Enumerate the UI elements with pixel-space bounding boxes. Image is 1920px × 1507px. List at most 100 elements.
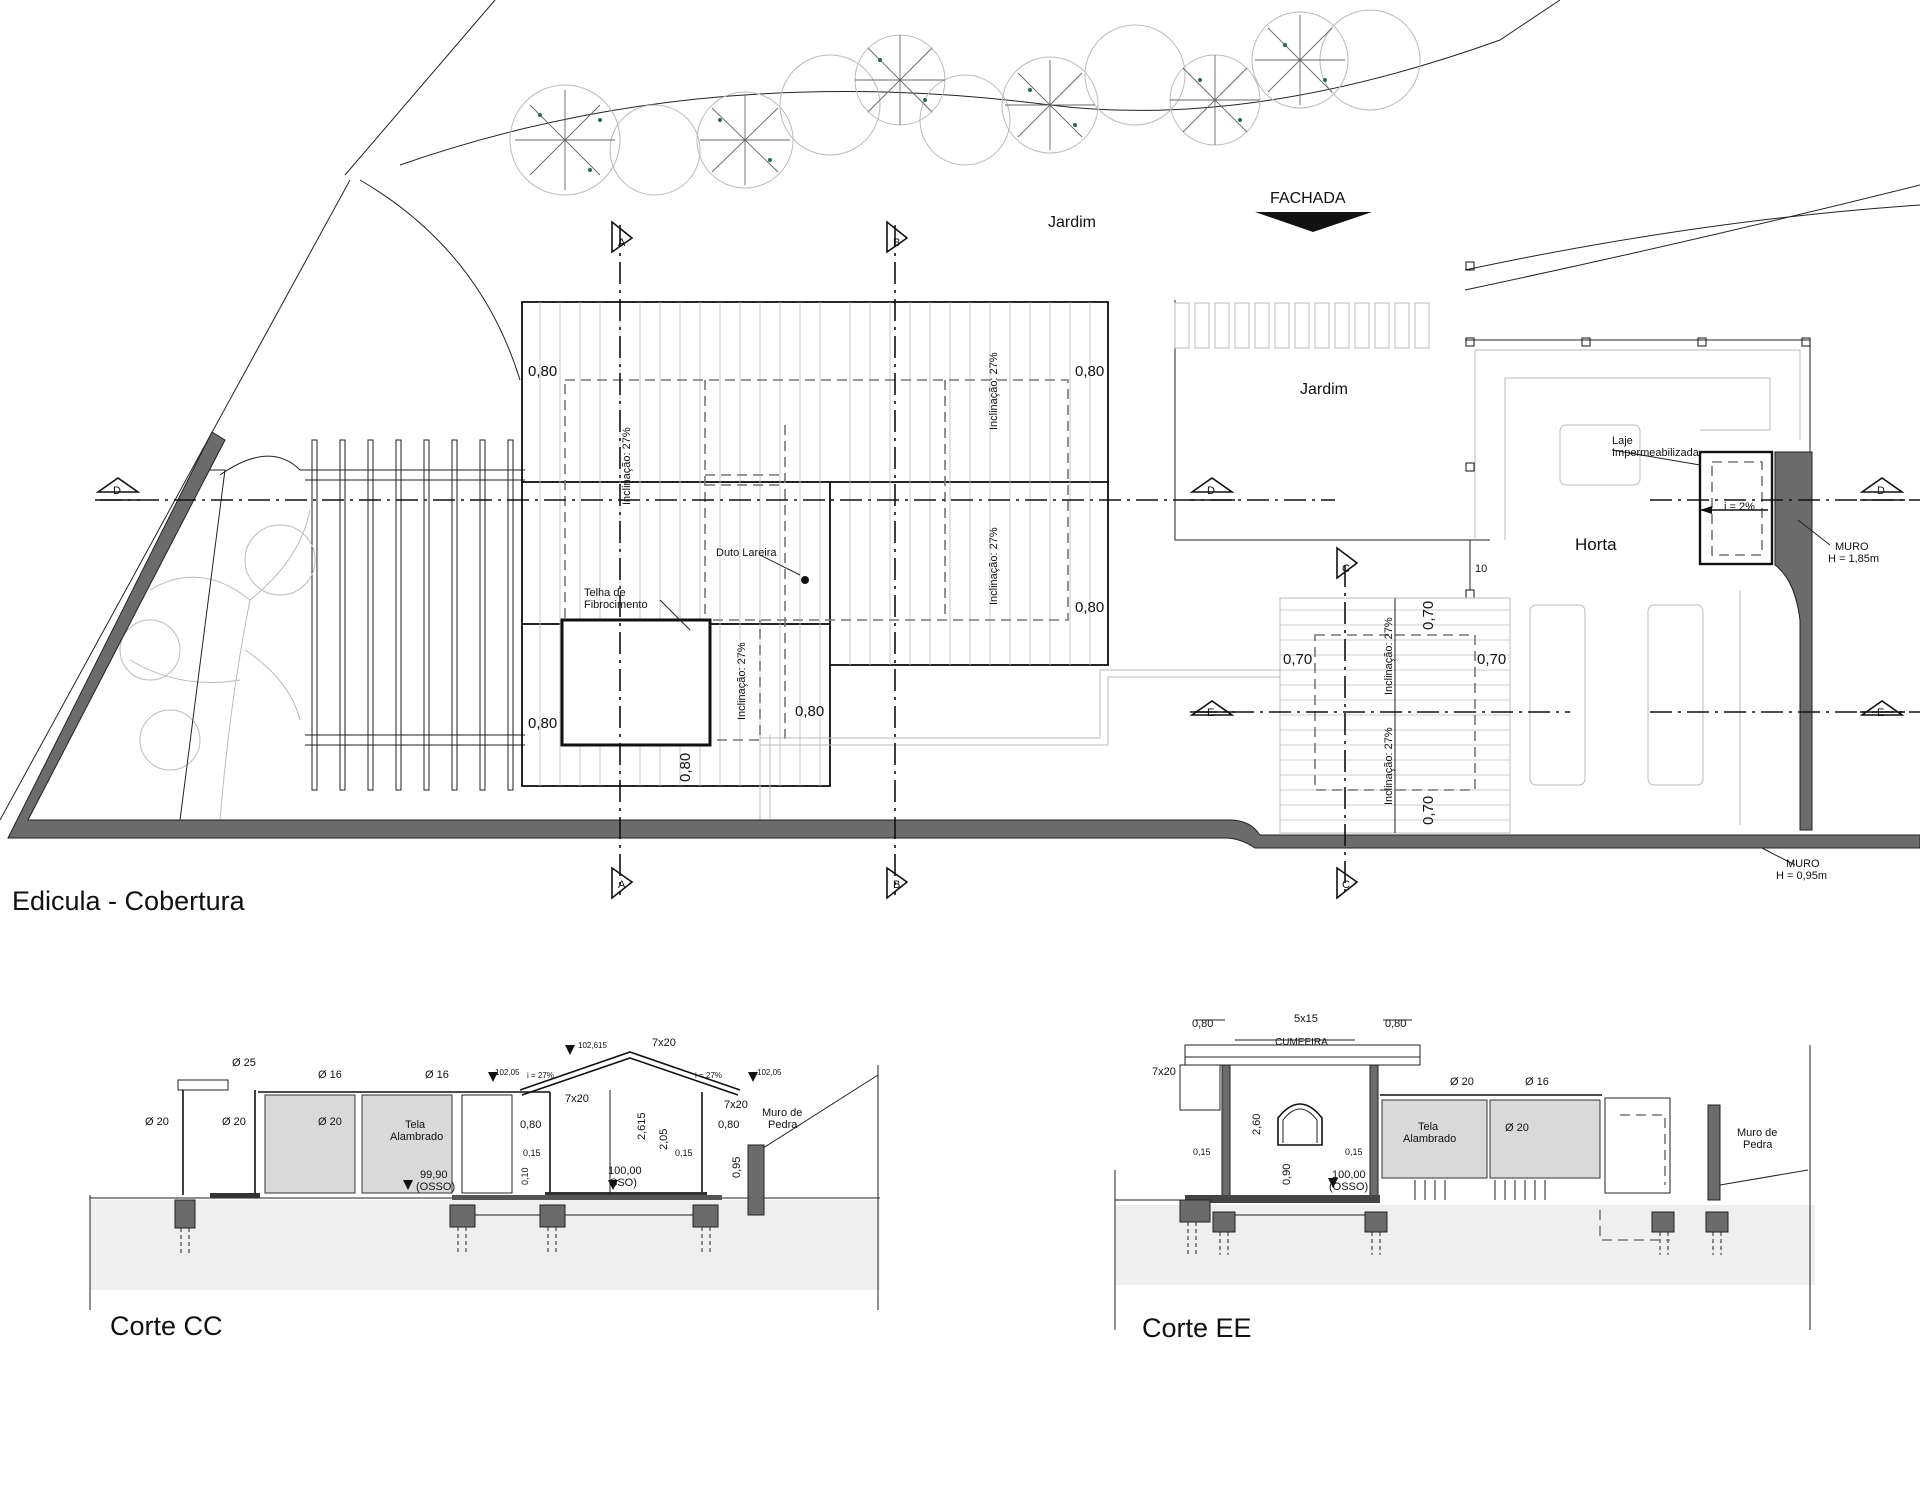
- ee-d080-a: 0,80: [1192, 1018, 1213, 1030]
- dim-070-b: 0,70: [1477, 651, 1506, 668]
- ee-tela-1: Tela: [1418, 1121, 1439, 1133]
- cc-tela-1: Tela: [405, 1119, 426, 1131]
- ee-tela-2: Alambrado: [1403, 1133, 1456, 1145]
- cc-d015-b: 0,15: [675, 1148, 693, 1158]
- section-cc: [89, 1045, 880, 1310]
- tree-left: [119, 509, 316, 821]
- ee-d090: 0,90: [1281, 1164, 1293, 1185]
- cc-lev-9990: 99,90: [420, 1169, 448, 1181]
- section-cut-lines: [95, 220, 1920, 900]
- ee-osso: (OSSO): [1329, 1181, 1368, 1193]
- dim-080-b: 0,80: [1075, 363, 1104, 380]
- cc-phi20-c: Ø 20: [318, 1116, 342, 1128]
- telha-label-1: Telha de: [584, 587, 626, 599]
- ee-d080-b: 0,80: [1385, 1018, 1406, 1030]
- muro-high-label-1: MURO: [1835, 541, 1869, 553]
- ee-lev-10000: 100,00: [1332, 1169, 1366, 1181]
- cut-d-right: D: [1877, 485, 1885, 497]
- dim-080-a: 0,80: [528, 363, 557, 380]
- cc-phi16-a: Ø 16: [318, 1069, 342, 1081]
- cc-lev-102615: 102,615: [578, 1041, 607, 1050]
- dim-080-vert: 0,80: [677, 753, 694, 782]
- plan-title: Edicula - Cobertura: [12, 886, 246, 916]
- cc-d205: 2,05: [658, 1129, 670, 1150]
- cut-d-mid: D: [1207, 485, 1215, 497]
- cc-lev-10000: 100,00: [608, 1165, 642, 1177]
- ee-muro-2: Pedra: [1743, 1139, 1773, 1151]
- dim-080-e: 0,80: [795, 703, 824, 720]
- jardim-top-label: Jardim: [1048, 214, 1096, 231]
- ee-phi20-b: Ø 20: [1505, 1122, 1529, 1134]
- dim-10: 10: [1475, 563, 1487, 575]
- ee-d260: 2,60: [1251, 1114, 1263, 1135]
- cut-a-bottom: A: [618, 879, 626, 891]
- dim-080-c: 0,80: [1075, 599, 1104, 616]
- cc-osso-part: SSO): [610, 1177, 637, 1189]
- ee-cumeeira: CUMEEIRA: [1275, 1037, 1328, 1048]
- section-ee-labels: 0,80 0,80 5x15 CUMEEIRA 7x20 Ø 20 Ø 16 Ø…: [1152, 1013, 1777, 1193]
- slope-27-b: Inclinação: 27%: [988, 352, 1000, 430]
- cc-slope-a: i = 27%: [527, 1071, 554, 1080]
- slope-27-e: Inclinação: 27%: [1383, 617, 1395, 695]
- slope-2-label: i = 2%: [1724, 501, 1755, 513]
- cc-slope-b: i = 27%: [695, 1071, 722, 1080]
- section-ee-title: Corte EE: [1142, 1313, 1252, 1343]
- ee-d015-b: 0,15: [1345, 1147, 1363, 1157]
- cc-phi20-a: Ø 20: [145, 1116, 169, 1128]
- cc-lev-10205-b: 102,05: [757, 1068, 782, 1077]
- ee-beam-5x15: 5x15: [1294, 1013, 1318, 1025]
- cc-d080-b: 0,80: [718, 1119, 739, 1131]
- laje-label-2: Impermeabilizada: [1612, 447, 1700, 459]
- cut-b-bottom: B: [893, 879, 900, 891]
- horta-area: [1465, 261, 1831, 831]
- cc-beam-right: 7x20: [724, 1099, 748, 1111]
- telha-label-2: Fibrocimento: [584, 599, 648, 611]
- duto-lareira-label: Duto Lareira: [716, 547, 777, 559]
- ee-phi16: Ø 16: [1525, 1076, 1549, 1088]
- jardim-mid-label: Jardim: [1300, 381, 1348, 398]
- stepping-stones: [1174, 302, 1430, 349]
- slope-27-f: Inclinação: 27%: [1383, 727, 1395, 805]
- muro-low-label-2: H = 0,95m: [1776, 870, 1827, 882]
- roof-main: [521, 301, 1109, 787]
- cc-beam-left: 7x20: [565, 1093, 589, 1105]
- section-cc-title: Corte CC: [110, 1311, 223, 1341]
- dim-070-vert-b: 0,70: [1420, 796, 1437, 825]
- slope-27-a: Inclinação: 27%: [621, 427, 633, 505]
- cc-d010: 0,10: [520, 1167, 530, 1185]
- section-cc-labels: Ø 25 Ø 16 Ø 16 Ø 20 Ø 20 Ø 20 Tela Alamb…: [145, 1037, 802, 1193]
- cc-muro-1: Muro de: [762, 1107, 802, 1119]
- cc-d080-a: 0,80: [520, 1119, 541, 1131]
- cut-a-top: A: [618, 237, 626, 249]
- garden-trees: [509, 9, 1421, 196]
- boundary-walls: [7, 431, 1920, 866]
- cc-muro-2: Pedra: [768, 1119, 798, 1131]
- cut-e-right: E: [1877, 707, 1884, 719]
- ee-muro-1: Muro de: [1737, 1127, 1777, 1139]
- cc-d015-a: 0,15: [523, 1148, 541, 1158]
- cut-c-top: C: [1342, 563, 1350, 575]
- cc-phi16-b: Ø 16: [425, 1069, 449, 1081]
- pergola: [305, 439, 525, 791]
- cc-beam-top: 7x20: [652, 1037, 676, 1049]
- slope-27-c: Inclinação: 27%: [988, 527, 1000, 605]
- dim-070-a: 0,70: [1283, 651, 1312, 668]
- muro-low-label-1: MURO: [1786, 858, 1820, 870]
- dim-070-vert-a: 0,70: [1420, 601, 1437, 630]
- fachada-arrow: [1255, 212, 1372, 232]
- cc-osso: (OSSO): [416, 1181, 455, 1193]
- cc-lev-10205-a: 102,05: [495, 1068, 520, 1077]
- cc-tela-2: Alambrado: [390, 1131, 443, 1143]
- cc-phi20-b: Ø 20: [222, 1116, 246, 1128]
- cut-e-mid: E: [1207, 707, 1214, 719]
- horta-label: Horta: [1575, 535, 1617, 554]
- cc-d2615: 2,615: [636, 1112, 648, 1140]
- fachada-label: FACHADA: [1270, 190, 1346, 207]
- cc-d095: 0,95: [731, 1157, 743, 1178]
- cut-b-top: B: [893, 237, 900, 249]
- plan-labels: FACHADA Jardim Jardim Horta Duto Lareira…: [113, 190, 1885, 891]
- dim-080-d: 0,80: [528, 715, 557, 732]
- ee-d015-a: 0,15: [1193, 1147, 1211, 1157]
- roof-gazebo: [759, 597, 1511, 834]
